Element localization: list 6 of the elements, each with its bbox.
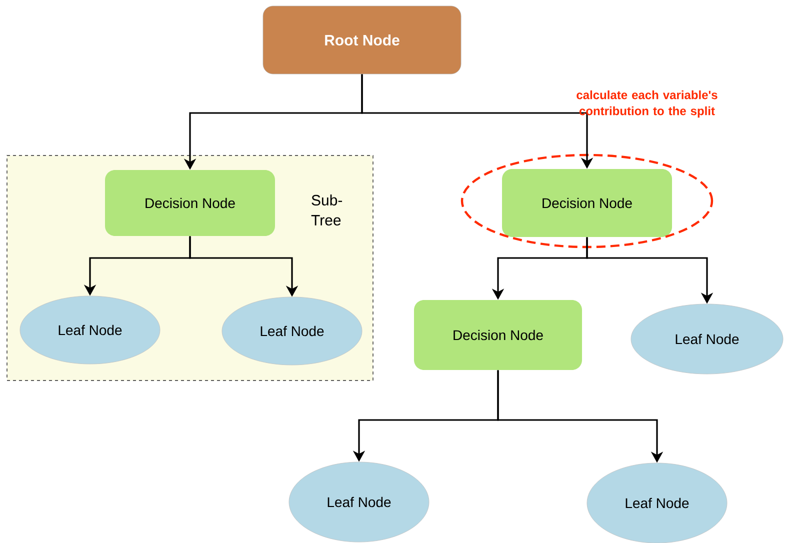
decision-box: Decision Node xyxy=(105,170,275,236)
panel-label: Sub-Tree xyxy=(311,194,342,226)
root-node-box: Root Node xyxy=(262,6,462,74)
decision-box: Decision Node xyxy=(502,169,672,237)
annotation-text: calculate each variable's contribution to the split xyxy=(576,90,718,118)
decision-box: Decision Node xyxy=(414,300,582,370)
